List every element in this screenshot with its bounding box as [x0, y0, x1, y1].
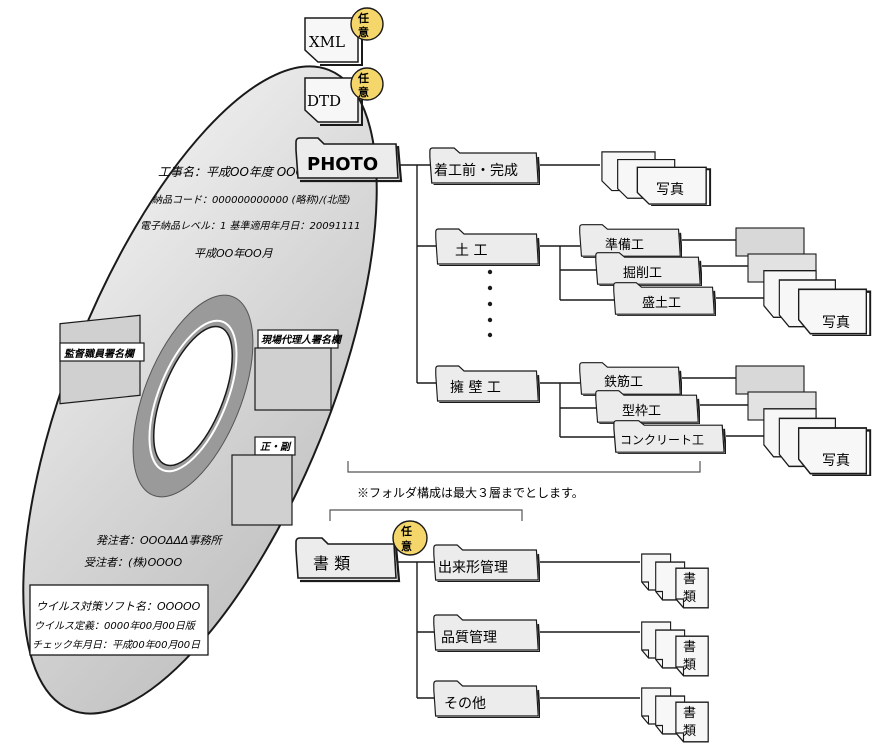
folder-retaining-wall[interactable]: 擁 壁 工 [434, 365, 540, 403]
inspector-sign-label: 監督職員署名欄 [64, 348, 136, 360]
antivirus-line-2: ウイルス定義：0000年00月00日版 [34, 620, 197, 632]
folder-before-after-label: 着工前・完成 [434, 162, 518, 179]
ellipsis-dots [487, 269, 493, 338]
subfolder-concrete[interactable]: コンクリート工 [612, 419, 726, 454]
photo-file-label: 写真 [656, 182, 684, 198]
folder-quality[interactable]: 品質管理 [432, 614, 540, 652]
doc-stack-quality[interactable]: 書 類 [641, 621, 709, 677]
docs-bracket [329, 509, 523, 521]
photo-file-label: 写真 [822, 315, 850, 331]
inspector-sign-header [59, 342, 145, 362]
photo-stack-retaining-wall: 写真 [735, 365, 872, 476]
antivirus-line-1: ウイルス対策ソフト名：OOOOO [36, 600, 201, 613]
folder-earthwork-label: 土 工 [455, 243, 487, 259]
docs-root-label: 書 類 [313, 554, 350, 573]
contractor-line: 受注者：(株)OOOO [84, 556, 183, 569]
optional-badge [350, 7, 384, 41]
optional-badge [350, 67, 384, 101]
doc-label-bottom: 類 [683, 658, 696, 673]
folder-other[interactable]: その他 [432, 680, 540, 718]
agent-sign-box [254, 347, 332, 411]
photo-note: ※フォルダ構成は最大３層までとします。 [357, 485, 584, 500]
folder-before-after[interactable]: 着工前・完成 [428, 147, 540, 185]
cd-disc [22, 65, 378, 715]
folder-quality-label: 品質管理 [441, 630, 497, 646]
optional-badge [392, 520, 428, 556]
agent-sign-label: 現場代理人署名欄 [261, 334, 343, 346]
photo-root-folder[interactable]: PHOTO [295, 137, 403, 183]
dtd-label: DTD [307, 92, 341, 110]
optional-badge-bottom: 意 [358, 25, 369, 39]
photo-root-label: PHOTO [307, 154, 378, 175]
subfolder-embankment-label: 盛土工 [642, 296, 681, 311]
subfolder-rebar-label: 鉄筋工 [604, 374, 643, 390]
docs-tree-lines [398, 561, 640, 699]
subfolder-preparation[interactable]: 準備工 [578, 223, 682, 258]
antivirus-line-3: チェック年月日：平成00年00月00日 [32, 639, 201, 651]
folder-other-label: その他 [444, 696, 486, 712]
optional-badge-top: 任 [357, 11, 369, 25]
doc-stack-as-built: 書 類 [641, 553, 709, 609]
disc-line-1: 工事名：平成OO年度 OOO [158, 165, 305, 179]
subfolder-excavation[interactable]: 掘削工 [594, 251, 702, 286]
copy-type-box [231, 454, 293, 526]
photo-bracket [347, 461, 701, 473]
xml-file: XML 任 意 [304, 7, 384, 66]
doc-label-top: 書 [683, 706, 696, 721]
folder-as-built-label: 出来形管理 [438, 560, 508, 576]
doc-label-bottom: 類 [683, 590, 696, 605]
disc-line-2: 納品コード：000000000000 (略称)/(北陸) [152, 194, 351, 206]
folder-earthwork[interactable]: 土 工 [434, 228, 540, 266]
photo-tree-lines [400, 164, 764, 438]
disc-hole [152, 325, 234, 467]
photo-stack-earthwork: 写真 [735, 227, 872, 336]
subfolder-rebar[interactable]: 鉄筋工 [578, 361, 682, 396]
photo-file-label: 写真 [822, 453, 850, 469]
subfolder-formwork-label: 型枠工 [622, 404, 661, 419]
subfolder-preparation-label: 準備工 [605, 237, 644, 253]
copy-type-label: 正・副 [260, 441, 292, 453]
optional-badge-top: 任 [400, 524, 412, 538]
client-line: 発注者：OOOΔΔΔ事務所 [96, 534, 224, 547]
doc-label-bottom: 類 [683, 724, 696, 739]
folder-retaining-wall-label: 擁 壁 工 [450, 380, 501, 396]
antivirus-box [29, 584, 209, 656]
disc-line-4: 平成OO年OO月 [194, 247, 274, 260]
docs-root-folder[interactable]: 書 類 [295, 537, 401, 583]
subfolder-concrete-label: コンクリート工 [620, 433, 704, 447]
optional-badge-bottom: 意 [401, 539, 412, 553]
photo-stack-before-after: 写真 [600, 150, 712, 206]
subfolder-formwork[interactable]: 型枠工 [594, 389, 700, 424]
subfolder-excavation-label: 掘削工 [623, 266, 662, 281]
doc-stack-other: 書 類 [641, 687, 709, 743]
optional-badge-bottom: 意 [358, 85, 369, 99]
disc-line-3: 電子納品レベル：1 基準適用年月日：20091111 [140, 220, 360, 232]
dtd-file: DTD 任 意 [304, 67, 384, 126]
optional-badge-top: 任 [357, 71, 369, 85]
doc-label-top: 書 [683, 572, 696, 587]
doc-label-top: 書 [683, 640, 696, 655]
subfolder-embankment[interactable]: 盛土工 [612, 281, 716, 316]
xml-label: XML [309, 33, 345, 51]
folder-as-built[interactable]: 出来形管理 [432, 544, 540, 582]
